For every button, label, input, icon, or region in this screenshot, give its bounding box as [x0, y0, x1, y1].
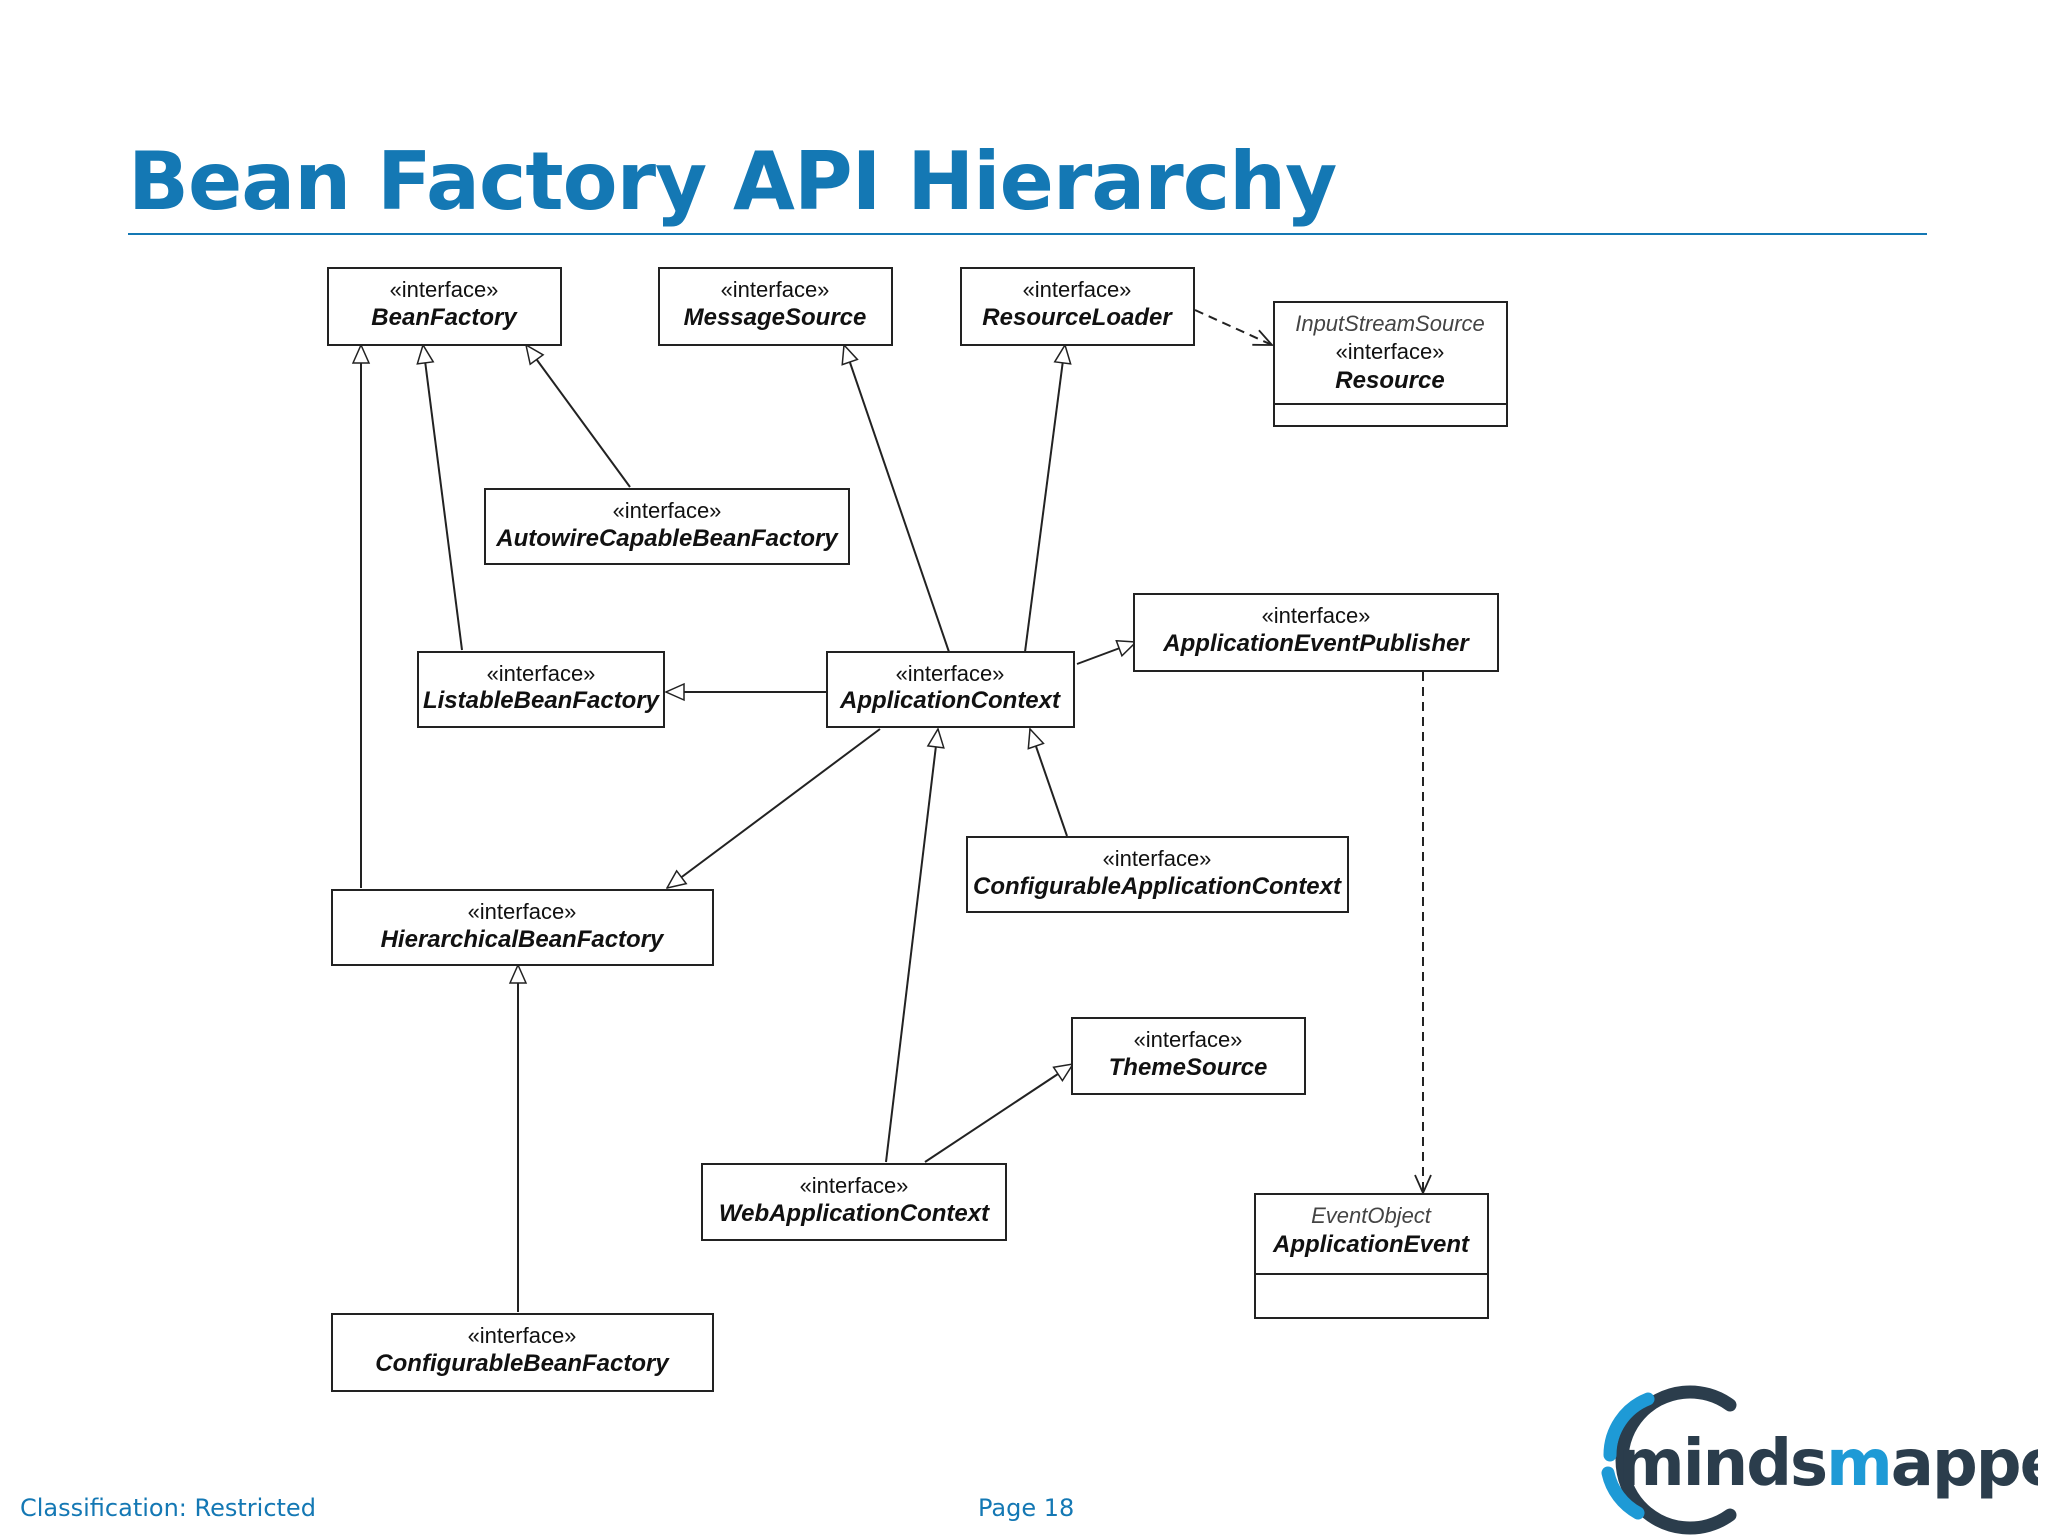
- mindsmapped-logo: mindsmapped: [1601, 1385, 2038, 1535]
- class-name: ResourceLoader: [982, 304, 1173, 331]
- logo-text-m: m: [1826, 1427, 1891, 1501]
- edge-appcontext-to-publisher: [1076, 642, 1136, 665]
- edge-appcontext-to-resourceloader: [1024, 345, 1065, 653]
- class-box-resource: InputStreamSource «interface» Resource: [1273, 301, 1508, 427]
- stereotype-label: «interface»: [721, 277, 830, 302]
- edge-listable-to-beanfactory: [423, 345, 463, 651]
- class-name: ApplicationEventPublisher: [1162, 630, 1470, 657]
- class-box-listablebeanfactory: «interface» ListableBeanFactory: [417, 651, 665, 728]
- class-name: WebApplicationContext: [719, 1200, 990, 1227]
- class-name: BeanFactory: [371, 304, 518, 331]
- edge-resourceloader-uses-resource: [1194, 309, 1272, 345]
- class-name: AutowireCapableBeanFactory: [495, 525, 839, 552]
- classification-label: Classification: Restricted: [20, 1494, 316, 1522]
- parent-class-label: InputStreamSource: [1295, 311, 1485, 336]
- class-box-configurablebeanfactory: «interface» ConfigurableBeanFactory: [331, 1313, 714, 1392]
- stereotype-label: «interface»: [1336, 339, 1445, 364]
- title-divider: [128, 233, 1927, 235]
- parent-class-label: EventObject: [1311, 1203, 1432, 1228]
- class-name: HierarchicalBeanFactory: [381, 926, 665, 953]
- class-name: ApplicationEvent: [1272, 1231, 1470, 1258]
- class-name: ApplicationContext: [839, 687, 1061, 714]
- stereotype-label: «interface»: [1262, 603, 1371, 628]
- class-box-configurableapplicationcontext: «interface» ConfigurableApplicationConte…: [966, 836, 1349, 913]
- stereotype-label: «interface»: [390, 277, 499, 302]
- svg-text:mindsmapped: mindsmapped: [1618, 1427, 2038, 1501]
- page-title: Bean Factory API Hierarchy: [128, 135, 1337, 228]
- edge-webappcontext-to-appcontext: [885, 729, 938, 1163]
- edge-webappcontext-to-themesource: [924, 1064, 1073, 1163]
- edge-appcontext-to-hierarchical: [667, 728, 881, 888]
- stereotype-label: «interface»: [1134, 1027, 1243, 1052]
- stereotype-label: «interface»: [468, 899, 577, 924]
- edge-appcontext-to-messagesource: [844, 345, 950, 653]
- stereotype-label: «interface»: [1103, 846, 1212, 871]
- stereotype-label: «interface»: [1023, 277, 1132, 302]
- stereotype-label: «interface»: [896, 661, 1005, 686]
- class-box-applicationevent: EventObject ApplicationEvent: [1254, 1193, 1489, 1319]
- stereotype-label: «interface»: [800, 1173, 909, 1198]
- class-name: ThemeSource: [1109, 1054, 1268, 1081]
- edge-configappcontext-to-appcontext: [1030, 729, 1068, 837]
- class-name: ConfigurableBeanFactory: [375, 1350, 670, 1377]
- class-name: ConfigurableApplicationContext: [973, 873, 1342, 900]
- stereotype-label: «interface»: [468, 1323, 577, 1348]
- stereotype-label: «interface»: [613, 498, 722, 523]
- class-box-applicationeventpublisher: «interface» ApplicationEventPublisher: [1133, 593, 1499, 672]
- page-number: Page 18: [978, 1494, 1075, 1522]
- class-name: Resource: [1335, 367, 1444, 394]
- class-name: ListableBeanFactory: [423, 687, 661, 714]
- stereotype-label: «interface»: [487, 661, 596, 686]
- class-name: MessageSource: [684, 304, 867, 331]
- logo-text-apped: apped: [1891, 1427, 2038, 1501]
- class-box-beanfactory: «interface» BeanFactory: [327, 267, 562, 346]
- class-box-messagesource: «interface» MessageSource: [658, 267, 893, 346]
- class-box-applicationcontext: «interface» ApplicationContext: [826, 651, 1075, 728]
- class-box-hierarchicalbeanfactory: «interface» HierarchicalBeanFactory: [331, 889, 714, 966]
- class-box-resourceloader: «interface» ResourceLoader: [960, 267, 1195, 346]
- class-box-webapplicationcontext: «interface» WebApplicationContext: [701, 1163, 1007, 1241]
- logo-text-minds: minds: [1618, 1427, 1826, 1501]
- class-box-autowirecapablebeanfactory: «interface» AutowireCapableBeanFactory: [484, 488, 850, 565]
- class-box-themesource: «interface» ThemeSource: [1071, 1017, 1306, 1095]
- edge-autowire-to-beanfactory: [526, 345, 631, 488]
